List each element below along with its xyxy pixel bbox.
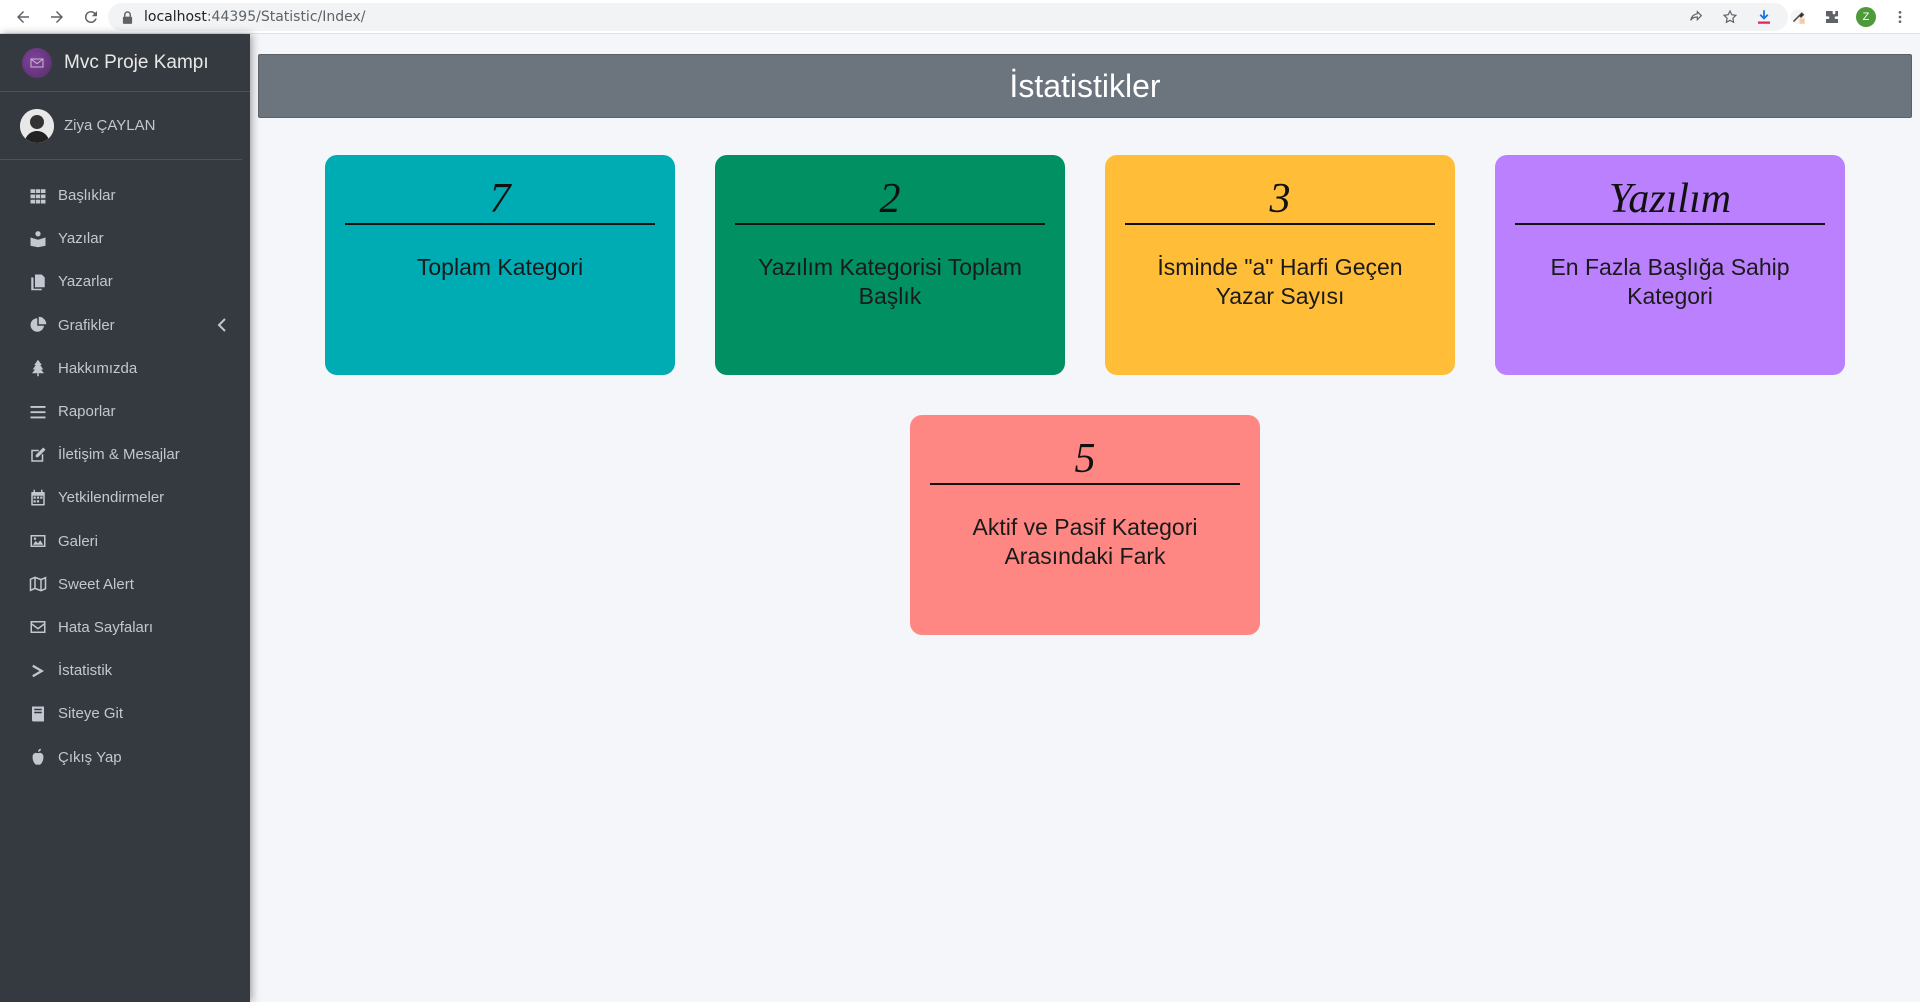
- url-host: localhost: [144, 9, 207, 25]
- stat-label: En Fazla Başlığa Sahip Kategori: [1550, 254, 1790, 309]
- sidebar: Mvc Proje Kampı Ziya ÇAYLAN Başlıklar Ya…: [0, 34, 250, 1002]
- divider: [345, 223, 655, 225]
- avatar: [20, 108, 54, 143]
- stat-card-writers-with-a: 3 İsminde "a" Harfi Geçen Yazar Sayısı: [1105, 155, 1455, 375]
- arrow-right-icon: [51, 10, 63, 23]
- stat-card-top-category: Yazılım En Fazla Başlığa Sahip Kategori: [1495, 155, 1845, 375]
- stat-label: İsminde "a" Harfi Geçen Yazar Sayısı: [1157, 254, 1403, 309]
- stat-value: 5: [1074, 436, 1096, 482]
- divider: [1125, 223, 1435, 225]
- reload-icon: [84, 10, 97, 23]
- arrow-left-icon: [17, 10, 29, 23]
- main-content: İstatistikler 7 Toplam Kategori 2 Yazılı…: [250, 34, 1920, 1002]
- page-header: İstatistikler: [258, 54, 1912, 118]
- map-icon: [28, 574, 48, 594]
- calendar-icon: [28, 488, 48, 508]
- extensions-icon[interactable]: [1822, 7, 1842, 27]
- sidebar-item-label: Raporlar: [58, 403, 116, 421]
- stat-value: 2: [879, 176, 901, 222]
- bars-icon: [28, 402, 48, 422]
- stat-card-active-passive-diff: 5 Aktif ve Pasif Kategori Arasındaki Far…: [910, 415, 1260, 635]
- sidebar-item-grafikler[interactable]: Grafikler: [0, 304, 250, 347]
- forward-button[interactable]: [42, 2, 72, 32]
- envelope-logo-icon: [22, 47, 52, 78]
- sidebar-item-siteye-git[interactable]: Siteye Git: [0, 692, 250, 735]
- sidebar-item-galeri[interactable]: Galeri: [0, 520, 250, 563]
- divider: [1515, 223, 1825, 225]
- address-bar[interactable]: localhost:44395/Statistic/Index/: [108, 3, 1788, 31]
- sidebar-item-label: Çıkış Yap: [58, 748, 122, 766]
- share-icon[interactable]: [1686, 7, 1706, 27]
- stat-card-total-category: 7 Toplam Kategori: [325, 155, 675, 375]
- back-button[interactable]: [8, 2, 38, 32]
- brand-text: Mvc Proje Kampı: [64, 51, 209, 73]
- copy-icon: [28, 272, 48, 292]
- book-reader-icon: [28, 229, 48, 249]
- user-panel[interactable]: Ziya ÇAYLAN: [0, 92, 242, 160]
- eyedropper-icon[interactable]: [1788, 7, 1808, 27]
- sidebar-item-hata-sayfalari[interactable]: Hata Sayfaları: [0, 606, 250, 649]
- book-icon: [28, 704, 48, 724]
- apple-icon: [28, 747, 48, 767]
- grid-icon: [28, 186, 48, 206]
- sidebar-item-label: Siteye Git: [58, 705, 124, 723]
- kebab-menu-icon[interactable]: [1890, 7, 1910, 27]
- sidebar-item-label: İletişim & Mesajlar: [58, 446, 180, 464]
- user-name: Ziya ÇAYLAN: [64, 117, 156, 134]
- stat-value: 3: [1269, 176, 1291, 222]
- sidebar-item-raporlar[interactable]: Raporlar: [0, 390, 250, 433]
- sidebar-item-istatistik[interactable]: İstatistik: [0, 649, 250, 692]
- url-path: :44395/Statistic/Index/: [206, 9, 366, 25]
- sidebar-menu: Başlıklar Yazılar Yazarlar Grafikler Hak…: [0, 160, 250, 779]
- stat-value: Yazılım: [1608, 176, 1732, 222]
- sidebar-item-hakkimizda[interactable]: Hakkımızda: [0, 347, 250, 390]
- sidebar-item-cikis-yap[interactable]: Çıkış Yap: [0, 735, 250, 778]
- image-icon: [28, 531, 48, 551]
- profile-avatar[interactable]: Z: [1856, 7, 1876, 27]
- sidebar-item-iletisim[interactable]: İletişim & Mesajlar: [0, 433, 250, 476]
- stat-label: Aktif ve Pasif Kategori Arasındaki Fark: [972, 514, 1198, 569]
- page-title: İstatistikler: [1009, 67, 1161, 104]
- sidebar-item-label: Hata Sayfaları: [58, 618, 154, 636]
- sidebar-item-label: Başlıklar: [58, 187, 116, 205]
- divider: [735, 223, 1045, 225]
- tree-icon: [28, 358, 48, 378]
- stat-label: Yazılım Kategorisi Toplam Başlık: [758, 254, 1022, 309]
- edit-icon: [28, 445, 48, 465]
- stat-value: 7: [489, 176, 511, 222]
- sidebar-item-yazilar[interactable]: Yazılar: [0, 217, 250, 260]
- lock-icon: [122, 10, 134, 24]
- sidebar-item-basliklar[interactable]: Başlıklar: [0, 174, 250, 217]
- sidebar-item-yazarlar[interactable]: Yazarlar: [0, 260, 250, 303]
- star-icon[interactable]: [1720, 7, 1740, 27]
- browser-toolbar: localhost:44395/Statistic/Index/ Z: [0, 0, 1920, 34]
- sidebar-item-sweet-alert[interactable]: Sweet Alert: [0, 563, 250, 606]
- sidebar-item-label: Yetkilendirmeler: [58, 489, 165, 507]
- brand-link[interactable]: Mvc Proje Kampı: [0, 34, 250, 92]
- stat-label: Toplam Kategori: [416, 254, 584, 280]
- chevron-right-icon: [28, 661, 48, 681]
- divider: [930, 483, 1240, 485]
- sidebar-item-yetkilendirmeler[interactable]: Yetkilendirmeler: [0, 476, 250, 519]
- sidebar-item-label: Grafikler: [58, 316, 115, 334]
- sidebar-item-label: Galeri: [58, 532, 99, 550]
- envelope-icon: [28, 617, 48, 637]
- sidebar-item-label: Hakkımızda: [58, 359, 138, 377]
- stat-card-software-headings: 2 Yazılım Kategorisi Toplam Başlık: [715, 155, 1065, 375]
- reload-button[interactable]: [76, 2, 106, 32]
- pie-chart-icon: [28, 315, 48, 335]
- sidebar-item-label: Yazılar: [58, 230, 104, 248]
- chevron-left-icon: [217, 317, 226, 332]
- sidebar-item-label: İstatistik: [58, 662, 113, 680]
- download-icon[interactable]: [1754, 7, 1774, 27]
- sidebar-item-label: Yazarlar: [58, 273, 113, 291]
- sidebar-item-label: Sweet Alert: [58, 575, 134, 593]
